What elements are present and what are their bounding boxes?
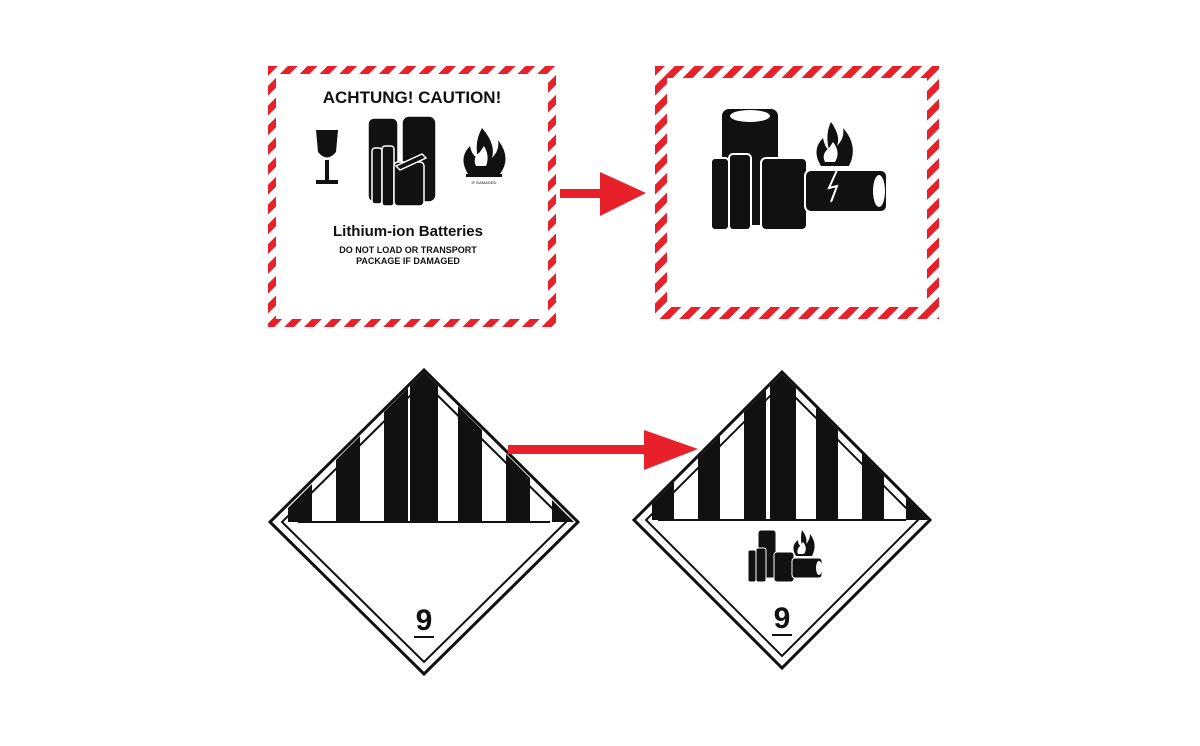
if-damaged-note: IF DAMAGED	[472, 180, 497, 185]
arrow-right-icon	[560, 172, 646, 216]
caution-title: ACHTUNG! CAUTION!	[323, 88, 501, 107]
arrow-right-icon	[508, 430, 698, 470]
old-diamond-graphic: 9	[267, 367, 581, 677]
class-number: 9	[774, 602, 791, 635]
fragile-glass-icon	[316, 130, 338, 184]
old-label-graphic: ACHTUNG! CAUTION! IF DAMAGED Lithium-ion…	[268, 66, 556, 327]
product-name: Lithium-ion Batteries	[333, 223, 483, 240]
class-number: 9	[416, 604, 433, 637]
old-class-9-diamond: 9	[267, 367, 581, 677]
flame-icon	[816, 122, 853, 203]
warning-line-2: PACKAGE IF DAMAGED	[356, 256, 460, 266]
new-diamond-graphic: 9	[631, 369, 933, 671]
old-lithium-handling-label: ACHTUNG! CAUTION! IF DAMAGED Lithium-ion…	[268, 66, 556, 327]
battery-icon	[367, 115, 437, 207]
battery-icon	[747, 529, 823, 583]
new-lithium-battery-mark	[655, 66, 939, 319]
flame-icon	[463, 128, 506, 177]
battery-icon	[710, 107, 888, 231]
new-label-graphic	[655, 66, 939, 319]
new-class-9-lithium-diamond: 9	[631, 369, 933, 671]
warning-line-1: DO NOT LOAD OR TRANSPORT	[339, 245, 477, 255]
flame-icon	[793, 530, 815, 556]
